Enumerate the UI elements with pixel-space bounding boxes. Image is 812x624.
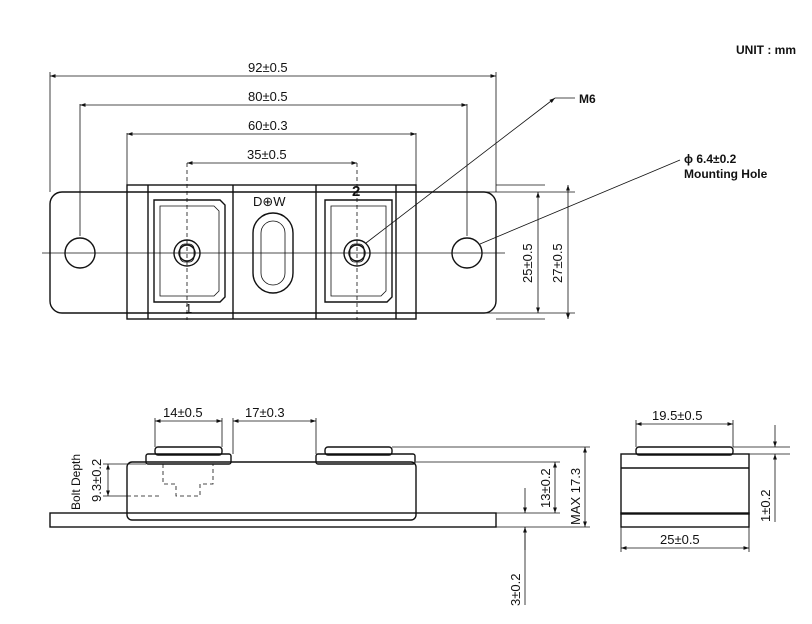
callout-hole-label: Mounting Hole	[684, 167, 768, 181]
terminal-number-1: 1	[185, 301, 192, 316]
dim-end-base-width: 25±0.5	[660, 532, 700, 547]
terminal-pad-1	[153, 199, 226, 303]
module-body	[126, 184, 417, 320]
terminal-number-2: 2	[352, 183, 360, 200]
terminal-pad-2	[324, 199, 393, 303]
dim-bolt-depth-label: Bolt Depth	[69, 454, 83, 510]
end-view: 19.5±0.5 25±0.5 1±0.2	[620, 408, 790, 552]
dim-side-height: 13±0.2	[538, 468, 553, 508]
side-body	[126, 461, 417, 521]
top-view: D⊕W 1 2 92±0.5 80±0.5 60±0.3 35±0.5 25±0…	[42, 60, 768, 320]
unit-label: UNIT : mm	[736, 43, 796, 57]
brand-logo: D⊕W	[253, 194, 286, 209]
dim-overall-length: 92±0.5	[248, 60, 288, 75]
end-body	[620, 453, 750, 515]
mounting-hole-left	[64, 237, 96, 269]
dim-side-terminal-width: 14±0.5	[163, 405, 203, 420]
side-base-plate	[49, 512, 497, 528]
dim-side-terminal-gap: 17±0.3	[245, 405, 285, 420]
end-base	[620, 512, 750, 528]
center-slot	[252, 212, 294, 294]
dim-end-terminal-width: 19.5±0.5	[652, 408, 703, 423]
base-plate	[49, 191, 497, 314]
dim-base-width: 27±0.5	[550, 243, 565, 283]
dim-base-thickness: 3±0.2	[508, 574, 523, 606]
callout-hole-diameter: ϕ 6.4±0.2	[684, 152, 737, 166]
side-view: 14±0.5 17±0.3 Bolt Depth 9.3±0.2 13±0.2 …	[49, 405, 590, 606]
dim-body-length: 60±0.3	[248, 118, 288, 133]
dim-end-terminal-height: 1±0.2	[758, 490, 773, 522]
dim-max-height: MAX 17.3	[568, 468, 583, 525]
mounting-hole-right	[451, 237, 483, 269]
dim-terminal-pitch: 35±0.5	[247, 147, 287, 162]
dim-body-width: 25±0.5	[520, 243, 535, 283]
dim-hole-pitch: 80±0.5	[248, 89, 288, 104]
dim-bolt-depth-value: 9.3±0.2	[89, 459, 104, 502]
callout-thread: M6	[579, 92, 596, 106]
